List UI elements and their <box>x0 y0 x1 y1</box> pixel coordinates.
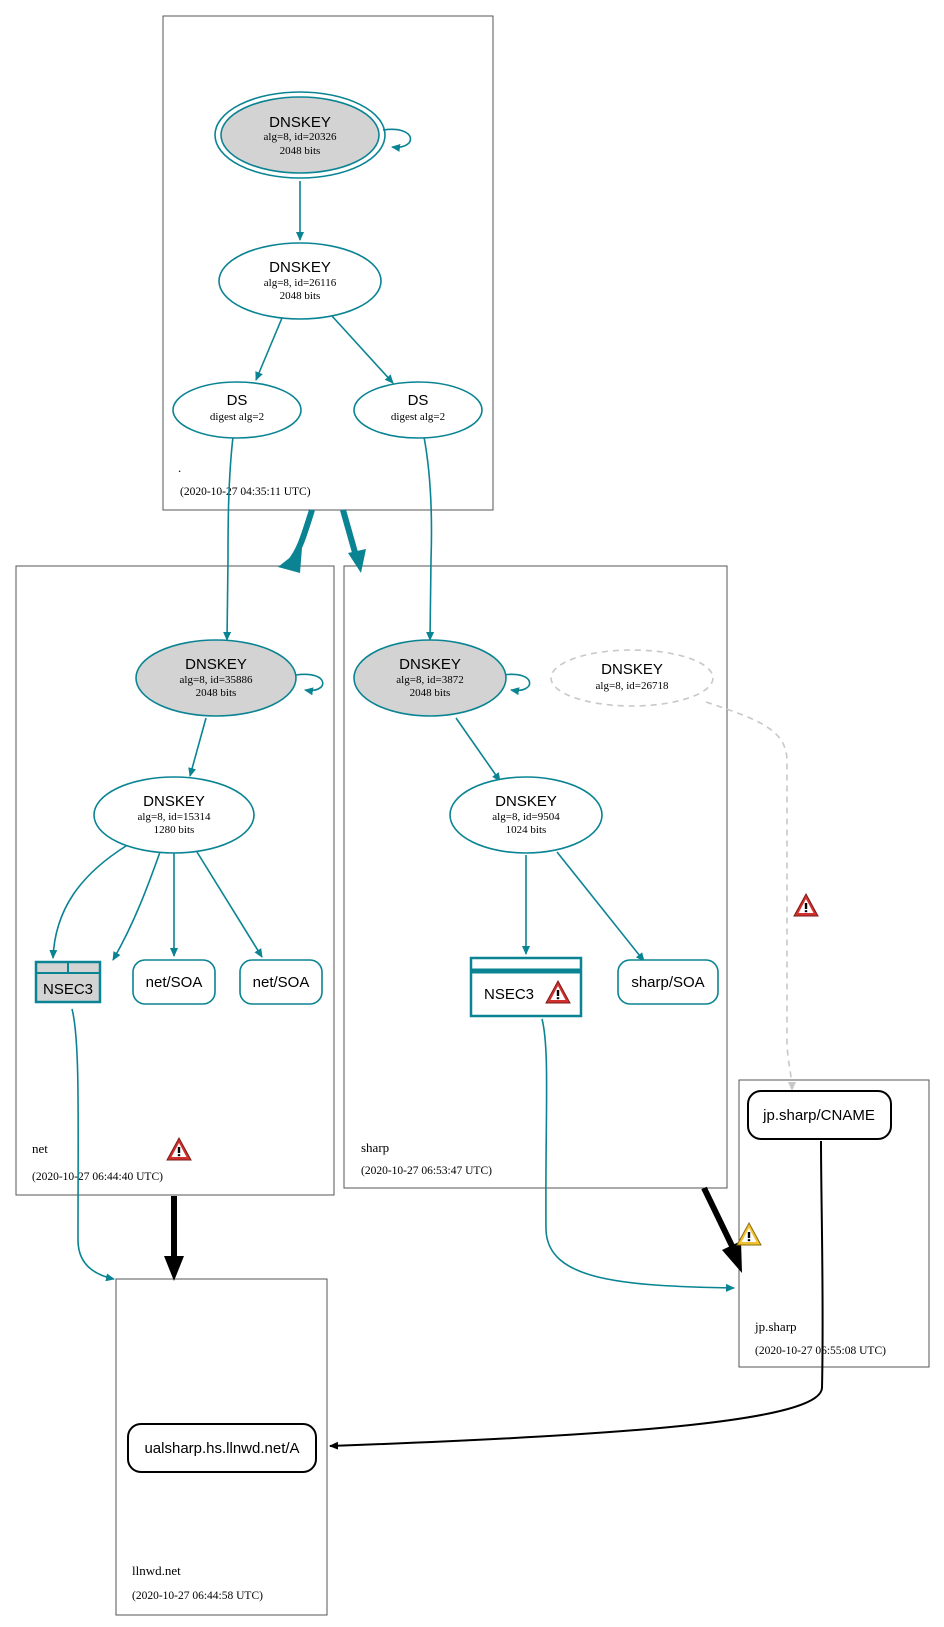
node-ds-net-digest: digest alg=2 <box>210 411 264 423</box>
edges <box>49 128 824 1450</box>
node-net-ksk-id: alg=8, id=35886 <box>180 674 253 686</box>
node-sharp-soa[interactable]: sharp/SOA <box>617 959 719 1005</box>
warning-icon <box>736 1221 762 1246</box>
node-sharp-ghost-key-id: alg=8, id=26718 <box>596 680 669 692</box>
edge-net-ksk-zsk <box>188 717 207 777</box>
node-root-ksk-bits: 2048 bits <box>280 145 321 157</box>
node-sharp-ksk-id: alg=8, id=3872 <box>396 674 463 686</box>
node-ds-sharp[interactable]: DS digest alg=2 <box>353 381 483 439</box>
node-net-zsk[interactable]: DNSKEY alg=8, id=15314 1280 bits <box>93 776 255 854</box>
error-icon <box>793 892 819 917</box>
zone-jpsharp-name: jp.sharp <box>754 1319 797 1334</box>
edge-sharp-ksk-self <box>502 673 531 696</box>
node-sharp-zsk-bits: 1024 bits <box>506 824 547 836</box>
node-net-soa-2[interactable]: net/SOA <box>239 959 323 1005</box>
node-a-record[interactable]: ualsharp.hs.llnwd.net/A <box>127 1423 317 1473</box>
node-root-zsk-type: DNSKEY <box>269 259 331 276</box>
node-root-ksk-type: DNSKEY <box>269 114 331 131</box>
edge-ds-sharp-sharp-ksk <box>423 436 435 641</box>
node-net-ksk[interactable]: DNSKEY alg=8, id=35886 2048 bits <box>135 639 297 717</box>
edge-net-zsk-nsec3-a <box>49 845 127 959</box>
node-ds-net-type: DS <box>227 392 248 409</box>
node-sharp-zsk-id: alg=8, id=9504 <box>492 811 560 823</box>
node-net-nsec3-label: NSEC3 <box>43 981 93 998</box>
node-net-zsk-type: DNSKEY <box>143 793 205 810</box>
edge-net-zsk-nsec3-b <box>112 851 161 961</box>
zone-net-name: net <box>32 1141 48 1156</box>
warning-error-icon <box>545 979 571 1004</box>
edge-cname-a-record <box>329 1140 824 1450</box>
node-sharp-zsk[interactable]: DNSKEY alg=8, id=9504 1024 bits <box>449 776 603 854</box>
node-ds-sharp-type: DS <box>408 392 429 409</box>
zone-root <box>162 15 494 511</box>
zone-root-name: . <box>178 460 181 475</box>
node-net-soa-1-label: net/SOA <box>146 974 203 991</box>
node-root-ksk[interactable]: DNSKEY alg=8, id=20326 2048 bits <box>214 91 386 179</box>
node-net-zsk-id: alg=8, id=15314 <box>138 811 211 823</box>
node-ds-sharp-digest: digest alg=2 <box>391 411 445 423</box>
delegation-sharp-jpsharp <box>701 1186 736 1250</box>
edge-net-ksk-self <box>295 673 324 696</box>
delegation-root-sharp <box>340 509 359 557</box>
edge-net-nsec3-llnwd <box>71 1008 115 1282</box>
edge-root-zsk-ds-sharp <box>331 315 394 384</box>
edge-ghost-key-cname <box>705 701 796 1091</box>
node-ds-net[interactable]: DS digest alg=2 <box>172 381 302 439</box>
node-cname[interactable]: jp.sharp/CNAME <box>747 1090 892 1140</box>
node-sharp-ghost-key-type: DNSKEY <box>601 661 663 678</box>
delegation-root-net-head <box>278 548 302 573</box>
node-sharp-zsk-type: DNSKEY <box>495 793 557 810</box>
node-root-zsk[interactable]: DNSKEY alg=8, id=26116 2048 bits <box>218 242 382 320</box>
node-a-record-label: ualsharp.hs.llnwd.net/A <box>144 1440 299 1457</box>
delegation-sharp-jpsharp-head <box>722 1241 742 1273</box>
node-root-zsk-bits: 2048 bits <box>280 290 321 302</box>
node-sharp-ksk-type: DNSKEY <box>399 656 461 673</box>
zone-jpsharp-timestamp: (2020-10-27 06:55:08 UTC) <box>755 1345 886 1357</box>
node-sharp-nsec3-label: NSEC3 <box>484 986 534 1003</box>
node-sharp-soa-label: sharp/SOA <box>631 974 704 991</box>
zone-llnwd <box>115 1278 328 1616</box>
error-icon <box>166 1136 192 1161</box>
node-net-ksk-bits: 2048 bits <box>196 687 237 699</box>
node-root-ksk-id: alg=8, id=20326 <box>264 131 337 143</box>
zone-llnwd-name: llnwd.net <box>132 1563 181 1578</box>
node-root-zsk-id: alg=8, id=26116 <box>264 277 337 289</box>
node-cname-label: jp.sharp/CNAME <box>762 1107 875 1124</box>
delegation-net-llnwd-head <box>164 1256 184 1281</box>
edge-root-ksk-self <box>382 128 412 152</box>
node-net-ksk-type: DNSKEY <box>185 656 247 673</box>
edge-ds-net-net-ksk <box>223 436 234 641</box>
delegation-root-sharp-head <box>348 549 366 573</box>
node-sharp-ghost-key[interactable]: DNSKEY alg=8, id=26718 <box>550 649 714 707</box>
zone-jpsharp <box>738 1079 930 1368</box>
zone-net <box>15 565 335 1196</box>
edge-root-zsk-ds-net <box>255 317 283 381</box>
node-net-zsk-bits: 1280 bits <box>154 824 195 836</box>
zone-sharp-name: sharp <box>361 1140 389 1155</box>
zone-llnwd-timestamp: (2020-10-27 06:44:58 UTC) <box>132 1590 263 1602</box>
node-sharp-ksk[interactable]: DNSKEY alg=8, id=3872 2048 bits <box>353 639 507 717</box>
node-net-nsec3[interactable]: NSEC3 <box>34 960 102 1004</box>
edge-sharp-ksk-zsk <box>455 717 501 782</box>
edge-net-zsk-soa2 <box>196 851 263 958</box>
zone-net-timestamp: (2020-10-27 06:44:40 UTC) <box>32 1171 163 1183</box>
edge-sharp-zsk-soa <box>556 851 645 962</box>
zone-root-timestamp: (2020-10-27 04:35:11 UTC) <box>180 486 311 498</box>
zone-sharp <box>343 565 728 1189</box>
node-sharp-ksk-bits: 2048 bits <box>410 687 451 699</box>
edge-sharp-nsec3-jpsharp <box>541 1018 735 1292</box>
node-net-soa-1[interactable]: net/SOA <box>132 959 216 1005</box>
node-net-soa-2-label: net/SOA <box>253 974 310 991</box>
node-sharp-nsec3[interactable]: NSEC3 <box>469 956 583 1018</box>
zone-sharp-timestamp: (2020-10-27 06:53:47 UTC) <box>361 1165 492 1177</box>
